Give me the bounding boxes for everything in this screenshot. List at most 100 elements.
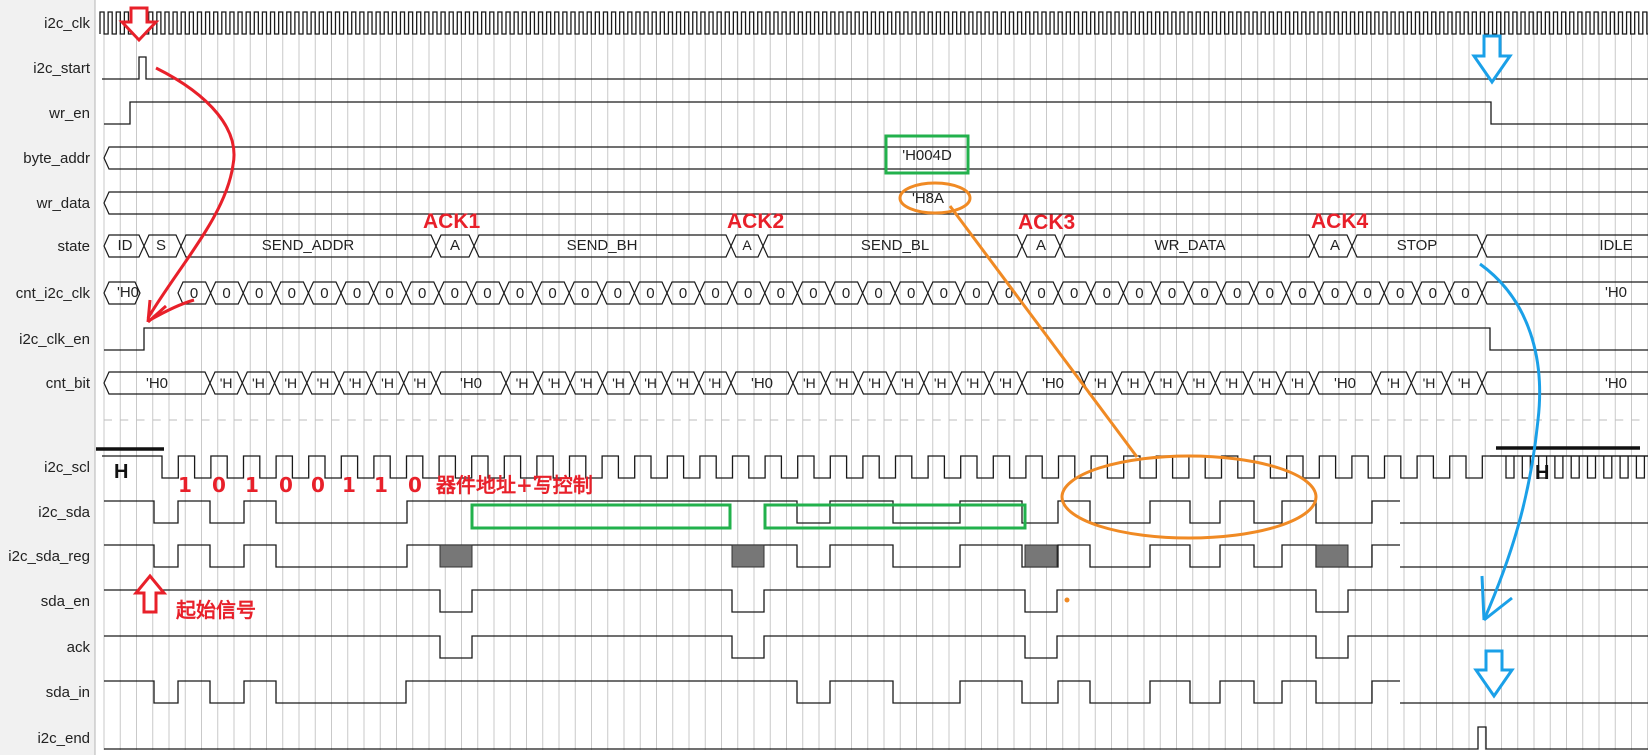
trace-wr-data xyxy=(103,191,1648,215)
trace-i2c-sda xyxy=(104,500,1400,524)
signal-name-sda_in: sda_in xyxy=(46,684,90,701)
trace-ack xyxy=(104,635,1648,659)
cnt-bit-value: 'H xyxy=(901,375,914,391)
cnt-bit-value: 'H xyxy=(317,375,330,391)
cnt-bit-zero-value: 'H0 xyxy=(1334,375,1356,392)
trace-i2c-scl-pulse xyxy=(1570,456,1580,479)
state-value-ack1: A xyxy=(450,237,460,254)
trace-wr-en xyxy=(104,101,1648,125)
trace-i2c-start xyxy=(102,56,1648,80)
cnt-i2c-clk-digit: 0 xyxy=(516,285,524,302)
ack1-label: ACK1 xyxy=(423,210,480,233)
cnt-i2c-clk-digit: 0 xyxy=(679,285,687,302)
signal-name-state: state xyxy=(57,238,90,255)
blue-curve-arrowhead xyxy=(1480,575,1513,622)
cnt-bit-value: 'H xyxy=(1127,375,1140,391)
signal-name-i2c_sda_reg: i2c_sda_reg xyxy=(8,548,90,565)
cnt-bit-zero-value: 'H0 xyxy=(1605,375,1627,392)
byte-low-highlight-box xyxy=(763,503,1027,530)
start-arrow-icon xyxy=(118,6,160,43)
signal-name-i2c_sda: i2c_sda xyxy=(38,504,90,521)
trace-cnt-bit xyxy=(1021,371,1085,395)
cnt-i2c-clk-digit: 0 xyxy=(581,285,589,302)
trace-cnt-bit xyxy=(1313,371,1377,395)
trace-i2c-scl xyxy=(102,455,1648,479)
cnt-i2c-clk-digit: 0 xyxy=(1070,285,1078,302)
cnt-bit-values: 'H'H'H'H'H'H'H'H'H'H'H'H'H'H'H'H'H'H'H'H… xyxy=(146,375,1627,392)
addr-bit: 0 xyxy=(212,473,226,497)
cnt-i2c-clk-digit: 0 xyxy=(1396,285,1404,302)
state-value-send-addr: SEND_ADDR xyxy=(262,237,355,254)
cnt-bit-value: 'H xyxy=(676,375,689,391)
trace-cnt-i2c-clk xyxy=(103,281,141,305)
signal-name-i2c_scl: i2c_scl xyxy=(44,459,90,476)
cnt-bit-value: 'H xyxy=(999,375,1012,391)
cnt-bit-value: 'H xyxy=(612,375,625,391)
trace-cnt-bit xyxy=(1481,371,1648,395)
state-value-send-bh: SEND_BH xyxy=(567,237,638,254)
cnt-i2c-clk-digit: 0 xyxy=(711,285,719,302)
cnt-i2c-clk-digit: 0 xyxy=(1461,285,1469,302)
byte-addr-highlight-box xyxy=(884,134,970,175)
h-mark-left: H xyxy=(114,461,128,483)
cnt-i2c-clk-digit: 0 xyxy=(1298,285,1306,302)
trace-i2c-scl-pulse xyxy=(1505,456,1515,479)
signal-name-cnt_i2c_clk: cnt_i2c_clk xyxy=(16,285,91,302)
orange-link-line xyxy=(948,205,1139,458)
cnt-i2c-clk-digit: 0 xyxy=(842,285,850,302)
state-value-idle-start: ID xyxy=(118,237,133,254)
signal-name-panel xyxy=(0,0,95,755)
state-value-start: S xyxy=(156,237,166,254)
cnt-i2c-clk-digit: 0 xyxy=(548,285,556,302)
cnt-i2c-clk-digit: 0 xyxy=(1103,285,1111,302)
state-value-send-bl: SEND_BL xyxy=(861,237,929,254)
annotations: ACK1 ACK2 ACK3 ACK4 1 0 1 0 0 1 1 0 器件地址… xyxy=(114,210,1549,622)
trace-byte-addr xyxy=(103,146,1648,170)
trace-i2c-sda-reg xyxy=(104,544,1400,568)
cnt-bit-value: 'H xyxy=(1423,375,1436,391)
cnt-i2c-clk-digit: 0 xyxy=(451,285,459,302)
cnt-i2c-clk-digit: 0 xyxy=(744,285,752,302)
cnt-bit-value: 'H xyxy=(1458,375,1471,391)
time-grid xyxy=(103,12,1648,750)
bus-values: 'H004D 'H8A ID S SEND_ADDR A SEND_BH A S… xyxy=(117,147,1633,392)
trace-i2c-end xyxy=(104,726,1648,750)
trace-i2c-scl-pulse xyxy=(1635,456,1646,479)
trace-i2c-scl-pulse xyxy=(1603,456,1613,479)
cnt-i2c-clk-digit: 0 xyxy=(907,285,915,302)
trace-cnt-bit xyxy=(435,371,507,395)
cnt-i2c-clk-digit: 0 xyxy=(1135,285,1143,302)
signal-name-i2c_clk: i2c_clk xyxy=(44,15,90,32)
cnt-i2c-clk-digit: 0 xyxy=(1331,285,1339,302)
cnt-bit-value: 'H xyxy=(1291,375,1304,391)
trace-i2c-scl-pulse xyxy=(1619,456,1629,479)
trace-sda-in xyxy=(104,680,1400,704)
ack3-label: ACK3 xyxy=(1018,211,1075,234)
trace-i2c-clk xyxy=(99,11,1648,35)
blue-curve-arrow xyxy=(1479,262,1542,621)
wr-data-highlight-ellipse xyxy=(898,181,972,215)
cnt-bit-value: 'H xyxy=(413,375,426,391)
cnt-i2c-clk-digit: 0 xyxy=(1005,285,1013,302)
cnt-bit-value: 'H xyxy=(868,375,881,391)
cnt-bit-zero-value: 'H0 xyxy=(1042,375,1064,392)
signal-name-sda_en: sda_en xyxy=(41,593,90,610)
state-value-ack4: A xyxy=(1330,237,1340,254)
cnt-bit-value: 'H xyxy=(548,375,561,391)
ack-slot-fill xyxy=(1024,544,1058,568)
byte-addr-value: 'H004D xyxy=(902,147,952,164)
wr-data-value: 'H8A xyxy=(912,190,944,207)
cnt-i2c-clk-digit: 0 xyxy=(646,285,654,302)
cnt-i2c-clk-digit: 0 xyxy=(288,285,296,302)
end-arrow-icon-top xyxy=(1471,34,1513,85)
state-value-stop: STOP xyxy=(1397,237,1438,254)
trace-sda-en xyxy=(104,589,1648,613)
state-value-ack3: A xyxy=(1036,237,1046,254)
cnt-bit-value: 'H xyxy=(252,375,265,391)
signal-name-ack: ack xyxy=(67,639,91,656)
addr-bit: 0 xyxy=(408,473,422,497)
cnt-bit-value: 'H xyxy=(1193,375,1206,391)
cnt-bit-value: 'H xyxy=(934,375,947,391)
